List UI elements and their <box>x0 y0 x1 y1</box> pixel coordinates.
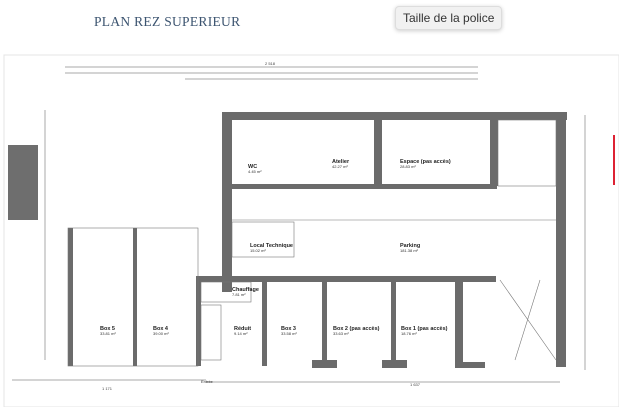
side-panel-handle[interactable] <box>8 145 38 220</box>
room-espace[interactable]: Espace (pas accès) 28.83 m² <box>400 159 451 169</box>
room-box-5[interactable]: Box 5 33.81 m² <box>100 326 116 336</box>
svg-text:39.00 m²: 39.00 m² <box>153 331 169 336</box>
room-box-2[interactable]: Box 2 (pas accès) 33.63 m² <box>333 326 380 336</box>
dimension-top-total: 2 518 <box>265 61 276 66</box>
svg-text:WC: WC <box>248 164 257 170</box>
svg-text:Atelier: Atelier <box>332 159 350 165</box>
svg-text:Parking: Parking <box>400 243 420 249</box>
svg-text:Box 1 (pas accès): Box 1 (pas accès) <box>401 326 448 332</box>
svg-text:7.81 m²: 7.81 m² <box>232 292 246 297</box>
svg-text:Local Technique: Local Technique <box>250 243 293 249</box>
dimension-bottom-left: 1 171 <box>102 386 113 391</box>
walls <box>68 112 567 368</box>
room-parking[interactable]: Parking 181.38 m² <box>400 243 420 253</box>
page-marker <box>613 135 615 185</box>
svg-text:Chauffage: Chauffage <box>232 287 259 293</box>
font-size-tooltip: Taille de la police <box>395 6 503 30</box>
room-chauffage[interactable]: Chauffage 7.81 m² <box>232 287 259 297</box>
room-box-1[interactable]: Box 1 (pas accès) 18.76 m² <box>401 326 448 336</box>
page-title: PLAN REZ SUPERIEUR <box>94 14 241 29</box>
room-wc[interactable]: WC 4.45 m² <box>248 164 262 174</box>
svg-text:28.83 m²: 28.83 m² <box>400 164 416 169</box>
svg-text:9.14 m²: 9.14 m² <box>234 331 248 336</box>
svg-text:33.58 m²: 33.58 m² <box>281 331 297 336</box>
svg-text:Box 3: Box 3 <box>281 326 296 332</box>
entrance-label: Entrée <box>201 379 214 384</box>
svg-text:4.45 m²: 4.45 m² <box>248 169 262 174</box>
svg-text:Réduit: Réduit <box>234 326 251 332</box>
svg-text:Espace (pas accès): Espace (pas accès) <box>400 159 451 165</box>
light-lines <box>67 119 557 367</box>
svg-text:33.81 m²: 33.81 m² <box>100 331 116 336</box>
dimension-lines <box>12 66 586 383</box>
room-reduit[interactable]: Réduit 9.14 m² <box>234 326 251 336</box>
svg-text:33.63 m²: 33.63 m² <box>333 331 349 336</box>
room-box-3[interactable]: Box 3 33.58 m² <box>281 326 297 336</box>
plan-sheet-border <box>3 54 619 407</box>
room-local-technique[interactable]: Local Technique 15.02 m² <box>250 243 293 253</box>
dimension-bottom-right: 1 637 <box>410 382 421 387</box>
svg-text:42.27 m²: 42.27 m² <box>332 164 348 169</box>
svg-text:Box 4: Box 4 <box>153 326 169 332</box>
room-box-4[interactable]: Box 4 39.00 m² <box>153 326 169 336</box>
svg-text:Box 2 (pas accès): Box 2 (pas accès) <box>333 326 380 332</box>
svg-text:15.02 m²: 15.02 m² <box>250 248 266 253</box>
svg-text:Box 5: Box 5 <box>100 326 115 332</box>
svg-text:18.76 m²: 18.76 m² <box>401 331 417 336</box>
svg-text:181.38 m²: 181.38 m² <box>400 248 419 253</box>
room-atelier[interactable]: Atelier 42.27 m² <box>332 159 350 169</box>
